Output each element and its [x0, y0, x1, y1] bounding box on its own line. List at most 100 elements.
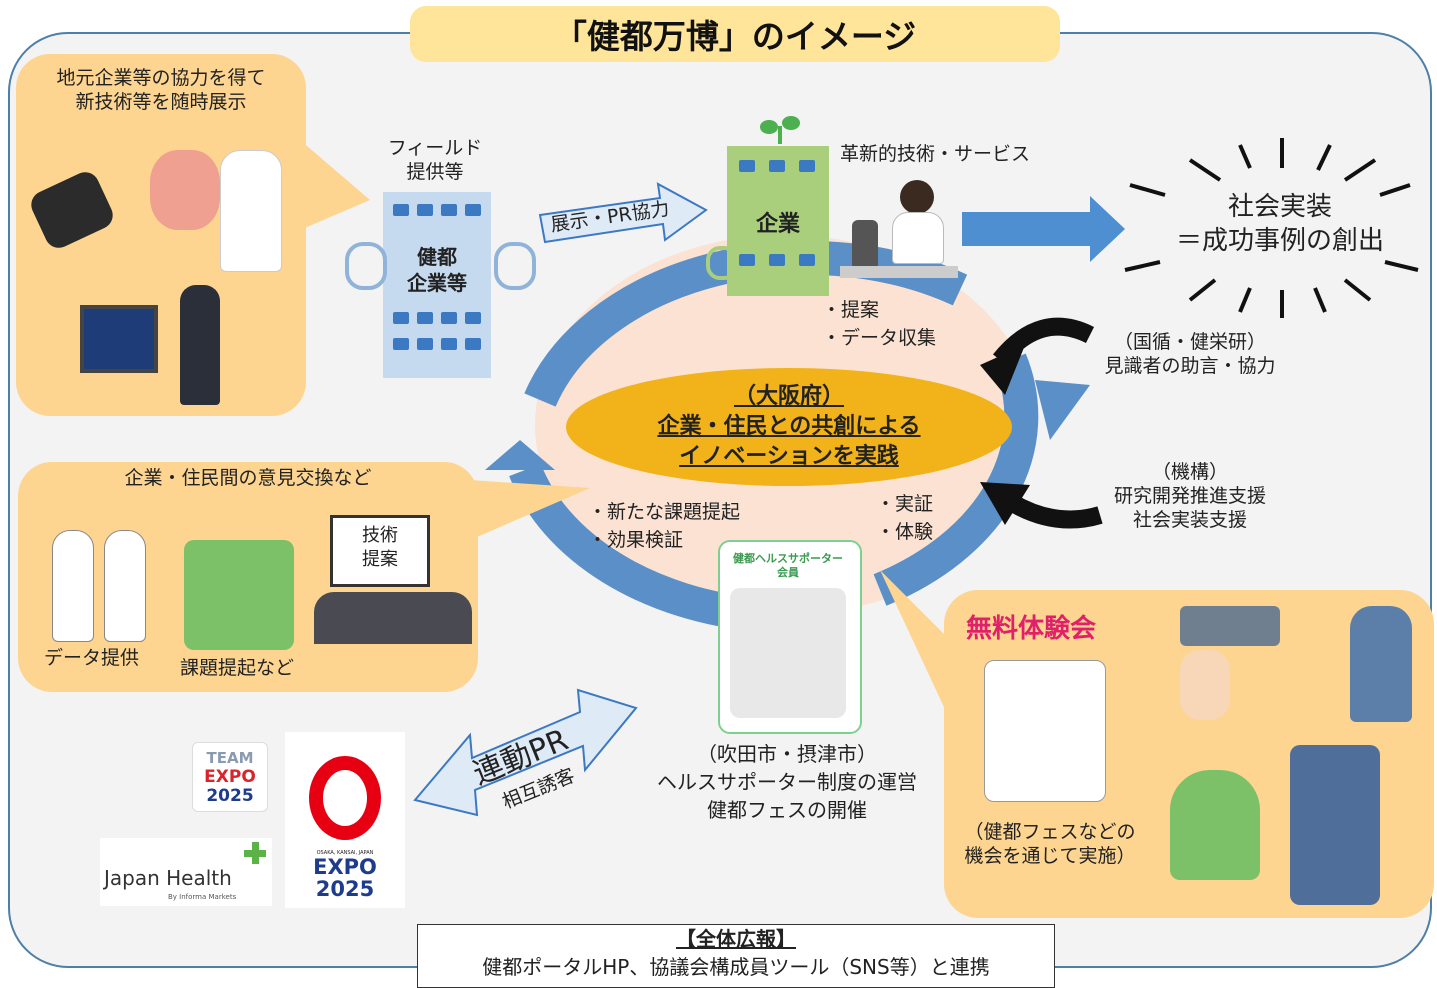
card-line-2: 会員 — [777, 566, 799, 579]
exhibit-line-2: 新技術等を随時展示 — [75, 91, 247, 113]
black-arrowhead-top — [980, 345, 1025, 395]
issues-item-1: ・新たな課題提起 — [588, 501, 741, 523]
board-line-2: 提案 — [362, 549, 398, 570]
bubble-pointer-top — [300, 140, 370, 230]
proof-item-2: ・体験 — [876, 521, 934, 543]
suita-line-3: 健都フェスの開催 — [707, 798, 867, 822]
diagram-title: 「健都万博」のイメージ — [410, 6, 1060, 62]
japan-health-sub-text: By Informa Markets — [168, 893, 237, 901]
businessman-icon — [180, 285, 220, 405]
black-arrowhead-bottom — [980, 482, 1030, 525]
institute-line-3: 社会実装支援 — [1132, 509, 1247, 531]
exhibit-line-1: 地元企業等の協力を得て — [56, 67, 266, 89]
center-line-3: イノベーションを実践 — [679, 444, 899, 469]
proposal-list: ・提案 ・データ収集 — [822, 296, 936, 352]
bubble-pointer-right — [880, 570, 950, 720]
proposal-item-1: ・提案 — [822, 299, 880, 321]
proof-item-1: ・実証 — [876, 493, 934, 515]
kento-line-1: 健都 — [417, 245, 457, 269]
suita-line-1: （吹田市・摂津市） — [697, 742, 877, 766]
vr-child-icon — [1170, 770, 1260, 880]
thermal-monitor-icon — [80, 305, 158, 373]
left-arm-icon — [345, 242, 387, 290]
resident-figure-2-icon — [104, 530, 146, 642]
free-event-line-1: （健都フェスなどの — [964, 821, 1136, 843]
advisors-line-1: （国循・健栄研） — [1113, 331, 1266, 353]
audience-icon — [314, 592, 472, 644]
overall-pr-box: 【全体広報】 健都ポータルHP、協議会構成員ツール（SNS等）と連携 — [417, 924, 1055, 988]
suita-line-2: ヘルスサポーター制度の運営 — [657, 770, 917, 794]
expo-small-text: OSAKA, KANSAI, JAPAN — [316, 850, 374, 856]
proposal-item-2: ・データ収集 — [822, 327, 937, 349]
vr-elder-icon — [1350, 606, 1412, 722]
presentation-board — [330, 515, 430, 587]
cycle-arrowhead-left — [485, 440, 555, 470]
exhibit-bubble-text: 地元企業等の協力を得て 新技術等を随時展示 — [30, 66, 292, 114]
expo-2025-logo: OSAKA, KANSAI, JAPAN EXPO 2025 — [285, 732, 405, 908]
scientist-microscope-icon — [840, 180, 958, 286]
team-expo-line-3: 2025 — [206, 786, 254, 806]
institute-line-1: （機構） — [1151, 461, 1228, 483]
black-arrow-top — [992, 317, 1095, 366]
hand-icon — [1180, 650, 1230, 720]
japan-health-plus-icon — [244, 842, 266, 864]
expo-ring-icon — [309, 756, 381, 840]
overall-pr-header: 【全体広報】 — [676, 927, 796, 951]
japan-health-logo: Japan Health By Informa Markets — [100, 838, 272, 906]
event-booth-icon — [984, 660, 1106, 802]
field-line-2: 提供等 — [406, 161, 464, 183]
social-line-1: 社会実装 — [1227, 192, 1332, 222]
data-provision-label: データ提供 — [44, 647, 140, 669]
suita-settsu-text: （吹田市・摂津市） ヘルスサポーター制度の運営 健都フェスの開催 — [628, 740, 946, 824]
innovation-text: 革新的技術・サービス — [840, 143, 1031, 165]
center-oval: （大阪府） 企業・住民との共創による イノベーションを実践 — [566, 368, 1012, 486]
supporter-members-icon — [730, 588, 846, 718]
robot-icon — [1290, 745, 1380, 905]
right-arm-icon — [494, 242, 536, 290]
health-supporter-card-title: 健都ヘルスサポーター 会員 — [718, 552, 858, 580]
meeting-table-icon — [184, 540, 294, 650]
institute-text: （機構） 研究開発推進支援 社会実装支援 — [1100, 460, 1280, 532]
social-implementation-text: 社会実装 ＝成功事例の創出 — [1160, 190, 1400, 258]
team-expo-logo: TEAM EXPO 2025 — [192, 742, 268, 812]
team-expo-line-2: EXPO — [204, 767, 256, 787]
company-arm-icon — [706, 246, 738, 280]
advisors-text: （国循・健栄研） 見識者の助言・協力 — [1090, 330, 1290, 378]
expo-line-2: 2025 — [315, 877, 375, 901]
japan-health-text: Japan Health — [104, 866, 232, 890]
center-line-1: （大阪府） — [733, 384, 844, 409]
issue-raising-label: 課題提起など — [180, 657, 295, 679]
team-expo-line-1: TEAM — [206, 749, 254, 767]
resident-figure-1-icon — [52, 530, 94, 642]
advisors-line-2: 見識者の助言・協力 — [1104, 355, 1276, 377]
company-building-icon — [727, 146, 829, 296]
field-line-1: フィールド — [387, 137, 483, 159]
kento-line-2: 企業等 — [407, 271, 467, 295]
sprout-icon — [760, 116, 800, 144]
issues-list: ・新たな課題提起 ・効果検証 — [588, 498, 740, 554]
kento-building-label: 健都 企業等 — [383, 244, 491, 296]
presentation-board-text: 技術 提案 — [330, 524, 430, 572]
proof-list: ・実証 ・体験 — [876, 490, 933, 546]
social-line-2: ＝成功事例の創出 — [1175, 226, 1384, 256]
overall-pr-body: 健都ポータルHP、協議会構成員ツール（SNS等）と連携 — [482, 955, 990, 979]
arrow-linked-pr — [413, 688, 638, 817]
card-line-1: 健都ヘルスサポーター — [733, 552, 843, 565]
device-icon — [1180, 606, 1280, 646]
issues-item-2: ・効果検証 — [588, 529, 684, 551]
expo-line-1: EXPO — [313, 855, 377, 879]
kento-building-icon — [383, 192, 491, 378]
exchange-header: 企業・住民間の意見交換など — [124, 467, 372, 489]
company-label: 企業 — [755, 212, 800, 237]
arrow-to-social — [962, 196, 1125, 262]
free-event-text: （健都フェスなどの 機会を通じて実施） — [952, 820, 1148, 868]
free-event-line-2: 機会を通じて実施） — [964, 845, 1136, 867]
heart-hologram-icon — [150, 150, 220, 230]
doctor-vr-icon — [220, 150, 282, 272]
free-event-title: 無料体験会 — [966, 614, 1097, 644]
cycle-arrowhead-right — [1035, 380, 1090, 440]
burst-lines — [1124, 138, 1419, 318]
bubble-pointer-mid — [470, 480, 590, 540]
center-line-2: 企業・住民との共創による — [657, 414, 921, 439]
arrow-pr-outline — [538, 182, 708, 244]
